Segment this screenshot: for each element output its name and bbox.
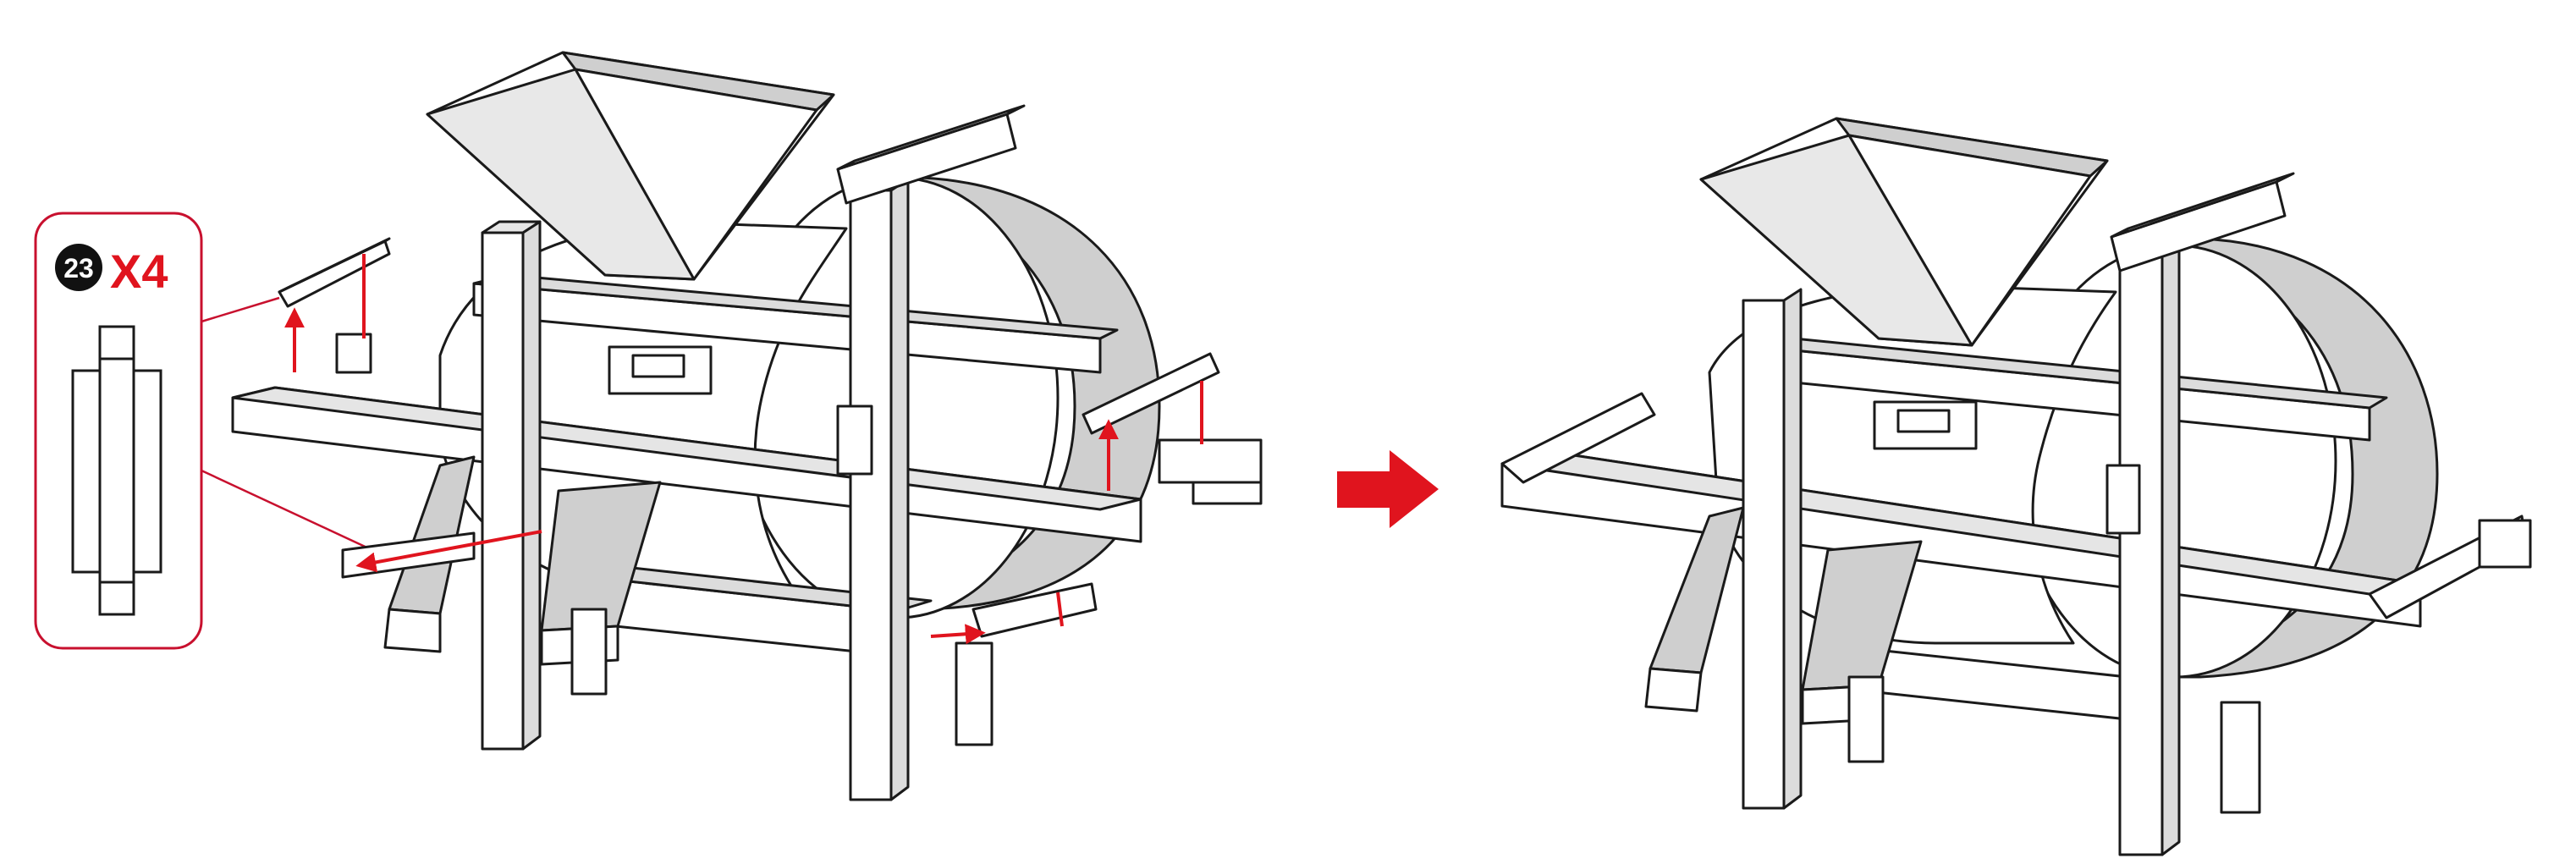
chute-left: [383, 455, 476, 653]
inner-bracket-right: [836, 404, 873, 476]
post-front-right: [849, 178, 910, 801]
part-23-drawing: [71, 325, 162, 616]
post-back-left: [570, 608, 608, 696]
top-cap-beam: [836, 104, 1026, 205]
inner-bracket-right-assembled: [2105, 464, 2141, 535]
part-number: 23: [63, 253, 94, 283]
assembly-arrows: [284, 254, 1203, 645]
post-front-right-assembled: [2118, 241, 2181, 856]
post-front-left: [481, 220, 542, 751]
right-model-assembled: [1500, 117, 2532, 856]
post-front-left-assembled: [1742, 288, 1803, 810]
part-callout: 23 X4: [34, 212, 373, 650]
bracket-right-upper: [1082, 352, 1263, 505]
post-back-left-assembled: [1847, 675, 1885, 763]
chute-left-assembled: [1644, 506, 1745, 713]
part-quantity: X4: [110, 245, 168, 298]
frame-right-rail: [2368, 515, 2532, 619]
bracket-top-left: [278, 237, 391, 374]
front-long-beam: [231, 386, 1142, 543]
hopper-assembled: [1699, 117, 2109, 347]
drum-wheel: [438, 176, 1161, 619]
hopper: [426, 51, 835, 281]
callout-leader-lines: [201, 296, 373, 552]
frame-left-rail: [1500, 392, 1656, 484]
top-cap-beam-assembled: [2110, 172, 2295, 272]
post-back-right-assembled: [2220, 701, 2261, 814]
post-back-right: [955, 641, 994, 746]
inner-bracket-center: [608, 345, 713, 395]
left-model-exploded: [231, 51, 1263, 801]
right-arrow-icon: [1337, 450, 1439, 528]
inner-bracket-center-assembled: [1873, 400, 1978, 450]
part-number-badge: [55, 244, 102, 291]
